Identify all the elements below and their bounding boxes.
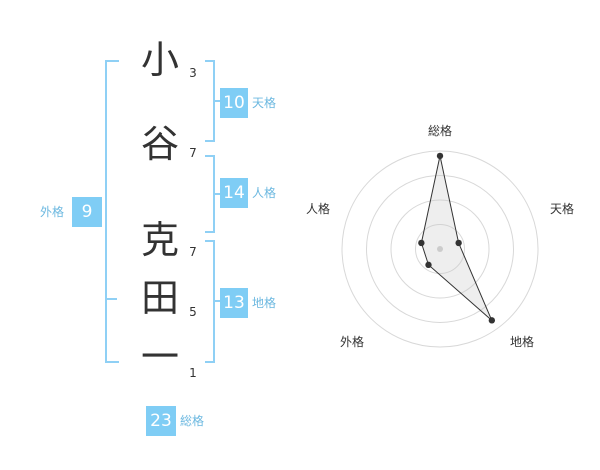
chikaku-bracket-tick <box>215 300 221 302</box>
radar-ring <box>390 199 490 299</box>
radar-chart: 総格 天格 地格 外格 人格 <box>306 123 574 349</box>
gaikaku-label: 外格 <box>40 205 65 219</box>
radar-point <box>425 261 432 269</box>
name-char-2: 谷 <box>140 122 179 166</box>
radar-axis-label-chikaku: 地格 <box>510 334 534 349</box>
radar-center-dot <box>437 246 443 252</box>
jinkaku-value: 14 <box>220 178 248 208</box>
radar-axis-label-soukaku: 総格 <box>428 123 452 138</box>
gaikaku-bracket <box>105 60 119 363</box>
stroke-count-3: 7 <box>189 245 197 259</box>
radar-ring <box>415 224 465 274</box>
name-char-1: 小 <box>140 38 179 82</box>
jinkaku-bracket-tick <box>215 193 221 195</box>
chikaku-label: 地格 <box>252 296 277 310</box>
gaikaku-value: 9 <box>72 197 102 227</box>
radar-shape <box>420 155 493 321</box>
radar-points <box>418 152 496 324</box>
soukaku-value: 23 <box>146 406 176 436</box>
radar-axis-label-jinkaku: 人格 <box>306 201 330 216</box>
name-char-5: 一 <box>140 335 179 379</box>
jinkaku-bracket <box>205 155 215 233</box>
tenkaku-value: 10 <box>220 88 248 118</box>
chikaku-bracket <box>205 240 215 363</box>
tenkaku-label: 天格 <box>252 96 277 110</box>
stroke-count-4: 5 <box>189 305 197 319</box>
stroke-count-1: 3 <box>189 66 197 80</box>
radar-ring <box>366 175 514 323</box>
stroke-count-5: 1 <box>189 366 197 380</box>
radar-point <box>488 317 496 324</box>
tenkaku-bracket <box>205 60 215 142</box>
radar-axis-label-gaikaku: 外格 <box>340 334 364 349</box>
tenkaku-bracket-tick <box>215 100 221 102</box>
name-char-3: 克 <box>140 218 179 262</box>
soukaku-label: 総格 <box>180 414 205 428</box>
radar-point <box>418 239 425 247</box>
radar-point <box>455 239 462 247</box>
radar-axis-label-tenkaku: 天格 <box>550 201 574 216</box>
stroke-count-2: 7 <box>189 146 197 160</box>
radar-grid <box>341 150 539 348</box>
radar-ring <box>341 150 539 348</box>
radar-point <box>436 152 444 160</box>
chikaku-value: 13 <box>220 288 248 318</box>
jinkaku-label: 人格 <box>252 186 277 200</box>
name-char-4: 田 <box>140 276 179 320</box>
gaikaku-bracket-tick <box>105 298 117 300</box>
